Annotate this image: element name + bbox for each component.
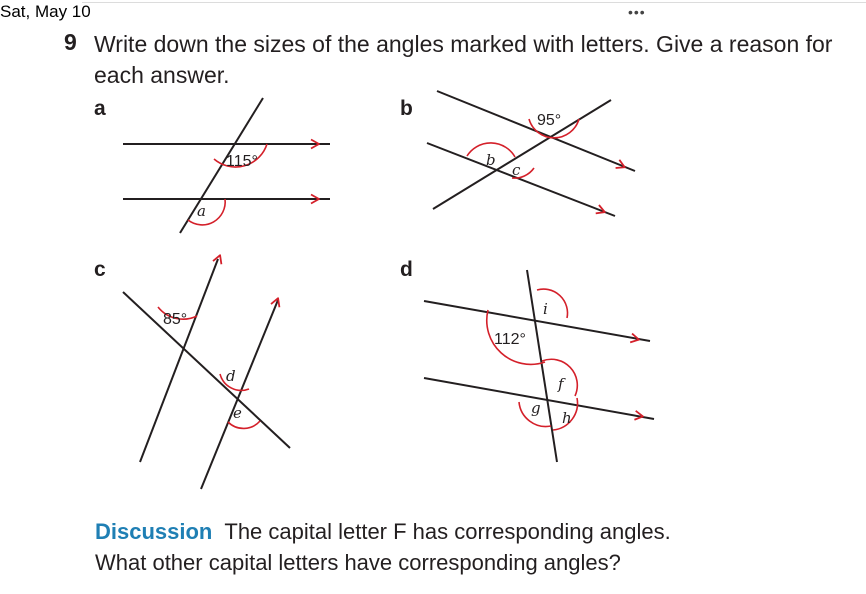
diagram-a [123,97,330,234]
angle-label-d: d [226,367,236,385]
angle-label-h: h [562,409,572,427]
question-number: 9 [64,29,77,55]
part-c-label: c [94,258,106,281]
parallel-line-left [139,258,219,463]
angle-label-a: a [197,202,206,220]
angle-label-95: 95° [537,112,561,129]
arc-f [541,358,579,397]
parallel-line-lower [423,377,655,420]
more-options-icon[interactable]: ••• [628,4,646,20]
angle-label-i: i [543,300,548,318]
angle-label-g: g [531,399,541,417]
top-divider [82,2,866,3]
transversal [526,269,558,463]
arc-b [466,142,516,158]
arc-e [227,420,261,430]
arc-85 [157,306,198,320]
arc-a [187,198,226,226]
part-a-label: a [94,97,106,120]
arc-h [552,397,579,431]
discussion-block: Discussion The capital letter F has corre… [95,516,855,578]
parallel-line-upper [423,300,651,342]
angle-label-85: 85° [163,311,187,328]
angle-label-115: 115° [226,153,258,170]
transversal [432,99,612,210]
question-text: Write down the sizes of the angles marke… [94,31,833,88]
discussion-question: What other capital letters have correspo… [95,550,621,575]
parallel-line-lower [426,142,616,217]
angle-label-112: 112° [494,331,526,348]
status-date: Sat, May 10 [0,2,91,21]
diagram-c [122,254,291,490]
discussion-label: Discussion [95,519,213,544]
angle-label-e: e [233,404,242,422]
transversal [179,97,264,234]
arc-115 [213,143,268,168]
discussion-text: The capital letter F has corresponding a… [224,519,671,544]
part-d-label: d [400,258,413,281]
diagram-b [426,90,636,217]
angle-label-b: b [486,151,496,169]
part-b-label: b [400,97,413,120]
angle-label-f: f [557,375,566,393]
transversal [122,291,291,449]
parallel-line-right [200,299,279,490]
angle-label-c: c [512,161,521,179]
arc-112 [485,309,546,366]
arc-d [219,373,250,392]
arc-95 [528,118,580,139]
diagram-d [423,269,655,463]
arc-c [511,167,535,179]
arc-g [518,401,552,428]
arc-i [536,288,569,319]
